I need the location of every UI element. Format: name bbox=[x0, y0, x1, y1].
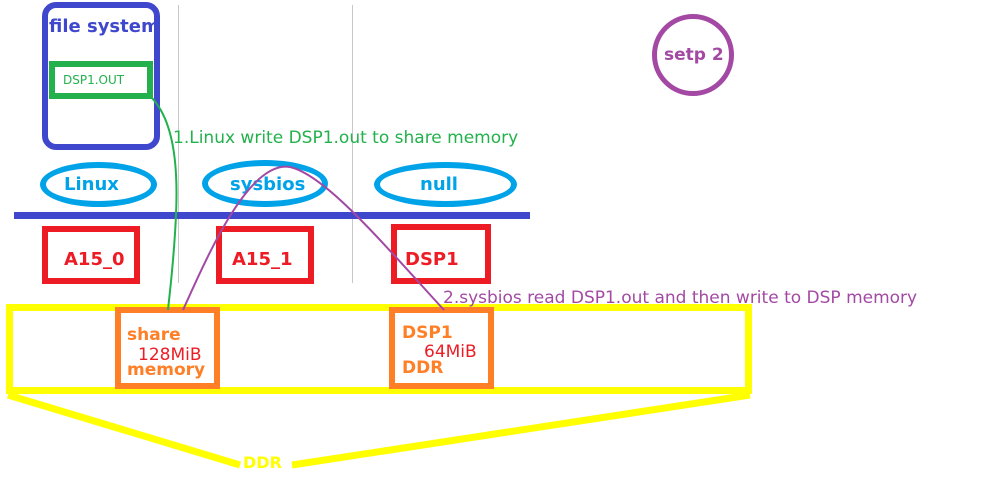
sysbios-ellipse bbox=[202, 160, 328, 207]
step2-description: 2.sysbios read DSP1.out and then write t… bbox=[443, 288, 918, 308]
linux-ellipse bbox=[40, 162, 157, 207]
ddr-right-leg bbox=[291, 391, 751, 469]
a15-1-label: A15_1 bbox=[232, 249, 293, 270]
dsp1-core-label: DSP1 bbox=[405, 249, 459, 270]
share-memory-size: 128MiB bbox=[138, 345, 202, 365]
dsp1-out-file-label: DSP1.OUT bbox=[63, 73, 125, 87]
a15-0-core-box bbox=[42, 226, 140, 284]
ddr-memory-box bbox=[6, 304, 752, 394]
share-memory-box bbox=[115, 307, 220, 389]
dsp-memory-box bbox=[389, 307, 494, 389]
a15-0-label: A15_0 bbox=[64, 249, 125, 270]
a15-1-core-box bbox=[216, 226, 314, 284]
null-label: null bbox=[420, 174, 458, 195]
file-system-title: file system bbox=[49, 16, 160, 37]
share-memory-label-top: share bbox=[127, 325, 181, 345]
step1-arrow-path bbox=[149, 95, 178, 311]
step-circle bbox=[652, 14, 734, 96]
null-ellipse bbox=[374, 162, 517, 207]
step-label: setp 2 bbox=[664, 45, 724, 65]
share-memory-label-bottom: memory bbox=[127, 360, 206, 380]
ddr-left-leg bbox=[6, 391, 242, 469]
dsp-memory-label-bottom: DDR bbox=[402, 358, 444, 378]
dsp1-out-file-box bbox=[49, 61, 153, 99]
ddr-label: DDR bbox=[243, 453, 282, 472]
step1-description: 1.Linux write DSP1.out to share memory bbox=[173, 128, 519, 148]
processor-bus-bar bbox=[14, 212, 530, 219]
dsp-memory-size: 64MiB bbox=[424, 342, 477, 362]
step2-arrow-path bbox=[182, 165, 445, 311]
linux-label: Linux bbox=[64, 174, 119, 195]
file-system-box bbox=[42, 2, 160, 150]
separator-line bbox=[178, 5, 179, 283]
dsp-memory-label-top: DSP1 bbox=[402, 323, 453, 343]
separator-line bbox=[352, 5, 353, 283]
